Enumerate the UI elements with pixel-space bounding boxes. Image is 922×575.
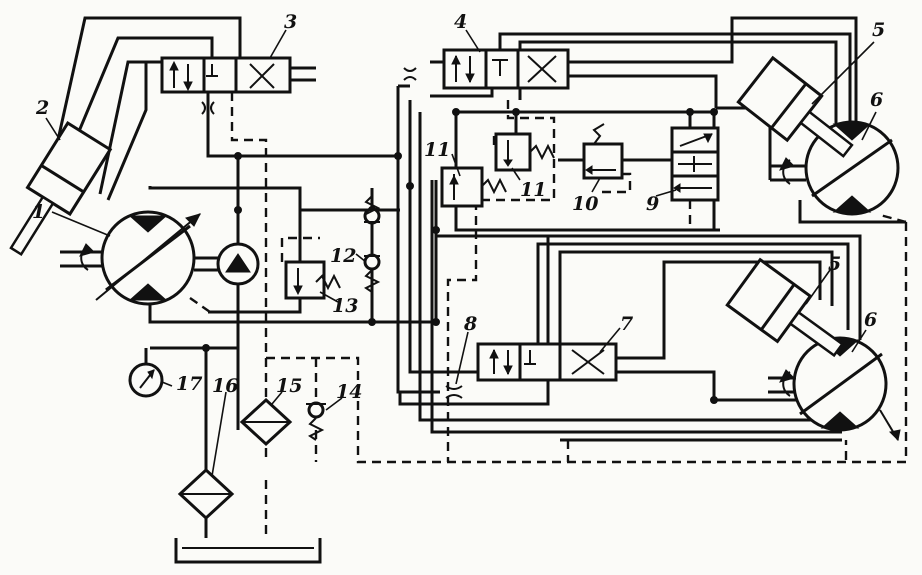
relief-valve-11-right (494, 132, 555, 172)
label-7: 7 (620, 313, 633, 335)
label-3: 3 (284, 11, 297, 33)
relief-valve-13 (284, 260, 341, 300)
check-valves-12 (362, 195, 382, 293)
leader-lines (45, 29, 877, 477)
label-4: 4 (454, 11, 467, 33)
drain-lines (189, 92, 908, 540)
label-6-bottom: 6 (864, 309, 877, 331)
directional-valve-3 (160, 56, 292, 115)
label-9: 9 (646, 193, 659, 215)
label-14: 14 (336, 381, 362, 403)
label-1: 1 (32, 201, 45, 223)
label-8: 8 (463, 313, 477, 335)
label-13: 13 (332, 295, 358, 317)
shuttle-valve-9 (670, 126, 720, 202)
cylinder-5-bottom (725, 257, 845, 358)
label-2: 2 (35, 97, 49, 119)
variable-pump-1 (60, 210, 201, 306)
label-12: 12 (330, 245, 356, 267)
component-labels: 1 2 3 4 5 6 5 6 7 8 9 10 11 11 12 13 14 … (32, 11, 885, 403)
label-5-bottom: 5 (828, 253, 841, 275)
check-valve-14 (306, 401, 326, 441)
hydraulic-motor-6-bottom (768, 336, 901, 442)
reservoir-tank (174, 538, 322, 564)
pressure-gauge-17 (128, 348, 164, 398)
pressure-valve-10 (582, 123, 624, 180)
boost-pump (194, 242, 260, 286)
label-16: 16 (212, 375, 238, 397)
label-6-top: 6 (870, 89, 883, 111)
servo-cylinder-2 (9, 120, 113, 257)
label-11-right: 11 (520, 179, 546, 201)
directional-valve-4 (403, 48, 570, 90)
filter-16 (177, 467, 235, 538)
label-15: 15 (276, 375, 302, 397)
filter-15 (239, 397, 293, 447)
directional-valve-7 (445, 342, 618, 399)
relief-valve-11-left (440, 166, 507, 208)
cylinder-5-top (736, 55, 854, 158)
label-10: 10 (572, 193, 598, 215)
label-17: 17 (176, 373, 202, 395)
label-5-top: 5 (872, 19, 885, 41)
label-11-left: 11 (424, 139, 450, 161)
